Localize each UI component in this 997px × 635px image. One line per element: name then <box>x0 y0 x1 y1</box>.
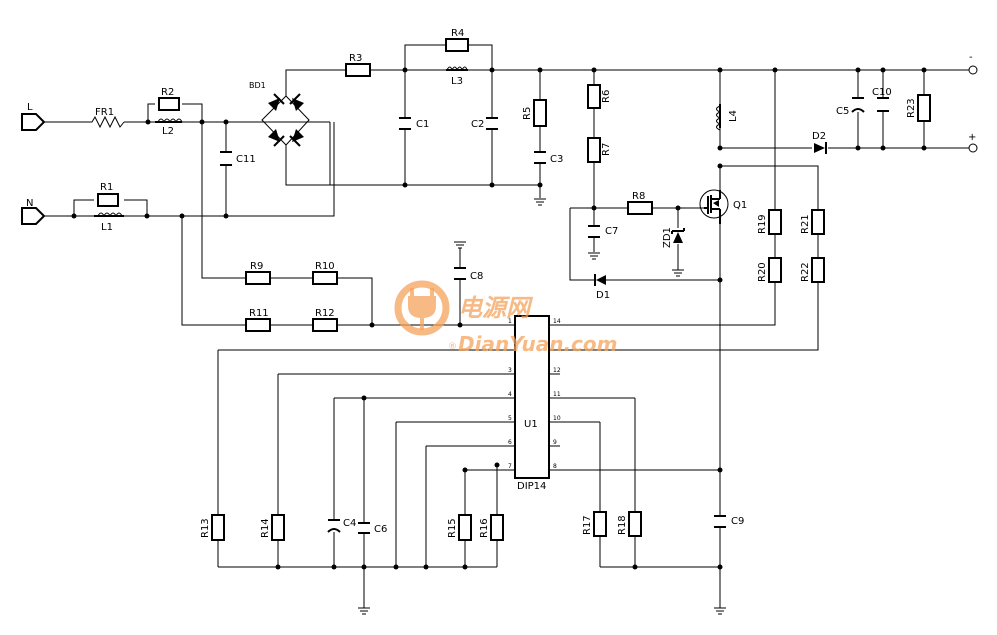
ic-pin-numbers: 1 3 4 5 6 7 14 12 11 10 9 8 <box>508 318 561 470</box>
inductors <box>94 66 722 218</box>
label-r15: R15 <box>447 518 458 538</box>
label-r12: R12 <box>315 308 335 319</box>
label-c5: C5 <box>836 106 849 117</box>
pin-4: 4 <box>508 391 512 398</box>
label-r13: R13 <box>200 518 211 538</box>
label-c6: C6 <box>374 524 387 535</box>
terminal-pos-label: + <box>968 132 976 143</box>
terminal-neg-label: - <box>969 52 973 63</box>
wires <box>44 44 973 608</box>
label-r1: R1 <box>100 182 113 193</box>
label-c2: C2 <box>471 119 484 130</box>
label-r8: R8 <box>632 191 645 202</box>
label-d1: D1 <box>596 290 610 301</box>
label-r5: R5 <box>522 107 533 120</box>
label-r6: R6 <box>601 90 612 103</box>
pin-11: 11 <box>553 391 561 398</box>
label-r22: R22 <box>800 262 811 282</box>
ic-u1 <box>514 315 550 479</box>
label-r21: R21 <box>800 214 811 234</box>
resistors <box>97 38 931 541</box>
label-c1: C1 <box>416 119 429 130</box>
watermark-registered: ® <box>448 342 457 352</box>
label-u1-package: DIP14 <box>517 481 546 492</box>
pin-3: 3 <box>508 367 512 374</box>
label-r7: R7 <box>601 143 612 156</box>
mosfet-q1 <box>699 189 729 224</box>
label-r17: R17 <box>582 515 593 535</box>
label-r14: R14 <box>260 518 271 538</box>
label-r19: R19 <box>757 214 768 234</box>
label-r10: R10 <box>315 261 335 272</box>
pin-9: 9 <box>553 439 557 446</box>
label-l4: L4 <box>728 110 739 122</box>
label-zd1: ZD1 <box>662 227 673 248</box>
fuse-resistor-fr1 <box>88 115 125 129</box>
label-r11: R11 <box>249 308 269 319</box>
pin-10: 10 <box>553 415 561 422</box>
terminal-neutral-label: N <box>26 198 33 209</box>
label-c11: C11 <box>236 154 256 165</box>
pin-6: 6 <box>508 439 512 446</box>
label-r4: R4 <box>451 28 464 39</box>
pin-14: 14 <box>553 318 561 325</box>
labels: L N - + FR1 R2 L2 R1 L1 BD1 C11 R3 R4 L3… <box>26 28 976 538</box>
label-r16: R16 <box>479 518 490 538</box>
label-l2: L2 <box>162 126 174 137</box>
label-bd1: BD1 <box>249 81 266 90</box>
pin-7: 7 <box>508 463 512 470</box>
junction-dots <box>71 67 927 570</box>
pin-5: 5 <box>508 415 512 422</box>
label-l1: L1 <box>101 222 113 233</box>
terminal-line-label: L <box>27 102 33 113</box>
ground-symbols <box>358 198 726 615</box>
label-c3: C3 <box>550 154 563 165</box>
label-r3: R3 <box>349 53 362 64</box>
label-r18: R18 <box>617 515 628 535</box>
input-terminals <box>21 113 46 225</box>
label-fr1: FR1 <box>95 107 114 118</box>
label-u1: U1 <box>524 419 538 430</box>
label-c8: C8 <box>470 271 483 282</box>
label-l3: L3 <box>451 76 463 87</box>
watermark-brand: 电源网 <box>458 294 534 322</box>
label-c7: C7 <box>605 226 618 237</box>
label-r20: R20 <box>757 262 768 282</box>
diodes <box>594 142 827 286</box>
pin-8: 8 <box>553 463 557 470</box>
label-q1: Q1 <box>733 200 747 211</box>
label-d2: D2 <box>812 131 826 142</box>
label-c4: C4 <box>343 518 356 529</box>
label-r23: R23 <box>906 98 917 118</box>
capacitors <box>220 97 889 534</box>
label-c9: C9 <box>731 516 744 527</box>
pin-1: 1 <box>508 318 512 325</box>
watermark-url: DianYuan.com <box>458 332 617 356</box>
pin-12: 12 <box>553 367 561 374</box>
output-terminals <box>968 65 978 153</box>
label-r2: R2 <box>161 87 174 98</box>
bridge-rectifier-bd1 <box>261 93 310 147</box>
watermark-logo <box>394 280 450 336</box>
label-r9: R9 <box>250 261 263 272</box>
label-c10: C10 <box>872 87 892 98</box>
